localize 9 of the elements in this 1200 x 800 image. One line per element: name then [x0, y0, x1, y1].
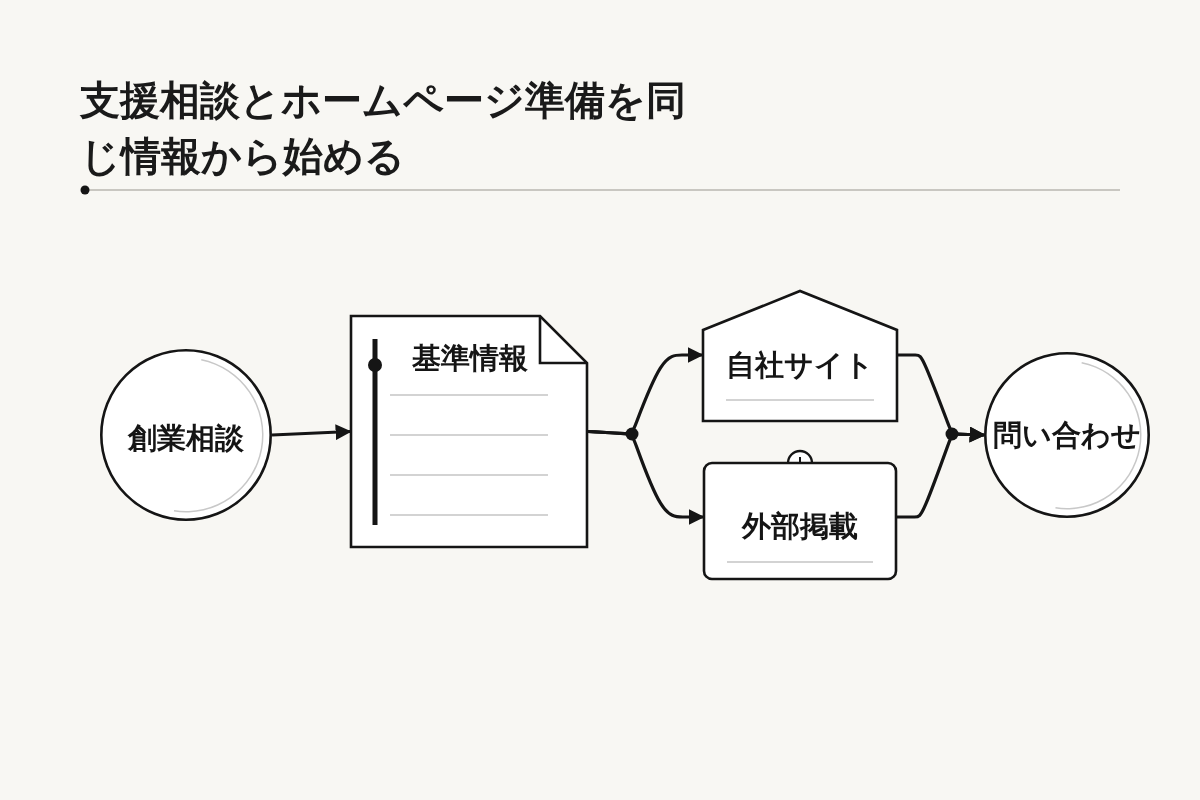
arrow [897, 426, 986, 519]
node-label: 基準情報 [411, 341, 529, 376]
arrow [587, 429, 705, 525]
title: 支援相談とホームページ準備を同じ情報から始める [80, 75, 687, 181]
node-label: 自社サイト [725, 348, 875, 383]
node-label: 問い合わせ [992, 418, 1142, 453]
arrow [271, 424, 352, 441]
node-label: 外部掲載 [740, 509, 859, 544]
node-label: 創業相談 [126, 421, 245, 456]
